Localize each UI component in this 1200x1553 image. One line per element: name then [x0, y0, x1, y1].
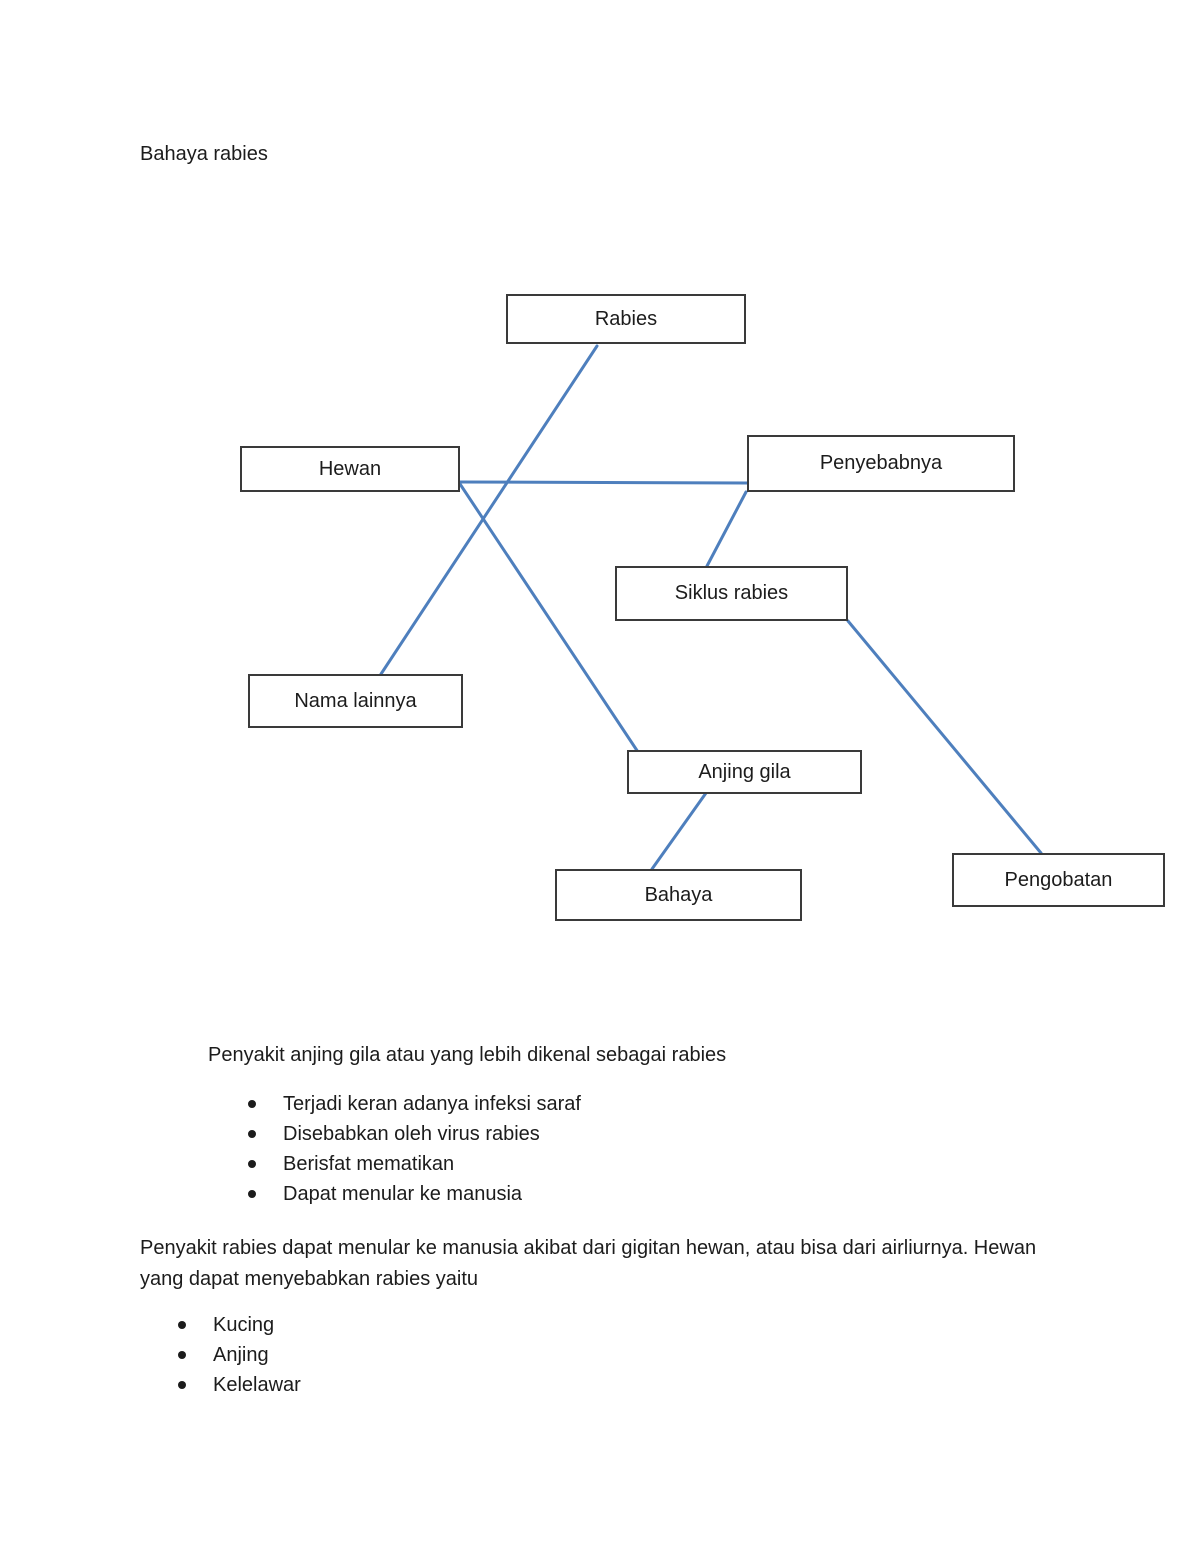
list-item: Anjing [178, 1340, 301, 1370]
connector-siklus-rabies-to-pengobatan [846, 619, 1043, 855]
node-siklus-rabies: Siklus rabies [615, 566, 848, 621]
node-hewan: Hewan [240, 446, 460, 492]
bullet-icon [178, 1351, 186, 1359]
bullet-icon [248, 1160, 256, 1168]
bullet-icon [178, 1321, 186, 1329]
list-item-label: Kucing [213, 1313, 275, 1336]
bullet-icon [248, 1100, 256, 1108]
node-penyebabnya: Penyebabnya [747, 435, 1015, 492]
node-pengobatan-label: Pengobatan [1004, 868, 1113, 891]
document-title: Bahaya rabies [140, 143, 268, 165]
node-anjing-gila-label: Anjing gila [698, 760, 791, 783]
bullet-icon [248, 1190, 256, 1198]
list-item-label: Anjing [213, 1343, 269, 1366]
transmission-paragraph-line: yang dapat menyebabkan rabies yaitu [140, 1268, 479, 1290]
list-item: Dapat menular ke manusia [248, 1179, 581, 1209]
list-item-label: Kelelawar [213, 1373, 301, 1396]
transmission-paragraph: Penyakit rabies dapat menular ke manusia… [140, 1233, 1036, 1295]
transmission-paragraph-line: Penyakit rabies dapat menular ke manusia… [140, 1237, 1037, 1259]
list-item: Disebabkan oleh virus rabies [248, 1119, 581, 1149]
connector-anjing-gila-to-bahaya [650, 791, 708, 871]
list-item: Kelelawar [178, 1370, 301, 1400]
list-item-label: Dapat menular ke manusia [283, 1182, 523, 1205]
connector-hewan-to-anjing-gila [458, 482, 640, 754]
node-rabies-label: Rabies [594, 307, 658, 330]
node-nama-lainnya: Nama lainnya [248, 674, 463, 728]
bullet-icon [178, 1381, 186, 1389]
node-hewan-label: Hewan [318, 457, 382, 480]
list-item: Terjadi keran adanya infeksi saraf [248, 1089, 581, 1119]
node-nama-lainnya-label: Nama lainnya [294, 689, 417, 712]
list-item-label: Berisfat mematikan [283, 1152, 455, 1175]
list-item: Kucing [178, 1310, 301, 1340]
node-rabies: Rabies [506, 294, 746, 344]
connector-rabies-to-nama-lainnya [379, 344, 599, 676]
list-item-label: Terjadi keran adanya infeksi saraf [283, 1092, 581, 1115]
connector-hewan-to-penyebabnya [458, 480, 749, 485]
node-bahaya: Bahaya [555, 869, 802, 921]
animals-list: Kucing Anjing Kelelawar [178, 1310, 301, 1400]
bullet-icon [248, 1130, 256, 1138]
connector-penyebabnya-to-siklus-rabies [705, 490, 748, 568]
node-anjing-gila: Anjing gila [627, 750, 862, 794]
intro-paragraph: Penyakit anjing gila atau yang lebih dik… [208, 1044, 727, 1066]
list-item-label: Disebabkan oleh virus rabies [283, 1122, 540, 1145]
node-penyebabnya-label: Penyebabnya [819, 452, 943, 474]
node-pengobatan: Pengobatan [952, 853, 1165, 907]
node-siklus-rabies-label: Siklus rabies [674, 582, 789, 604]
node-bahaya-label: Bahaya [644, 883, 713, 906]
rabies-facts-list: Terjadi keran adanya infeksi saraf Diseb… [248, 1089, 581, 1209]
list-item: Berisfat mematikan [248, 1149, 581, 1179]
